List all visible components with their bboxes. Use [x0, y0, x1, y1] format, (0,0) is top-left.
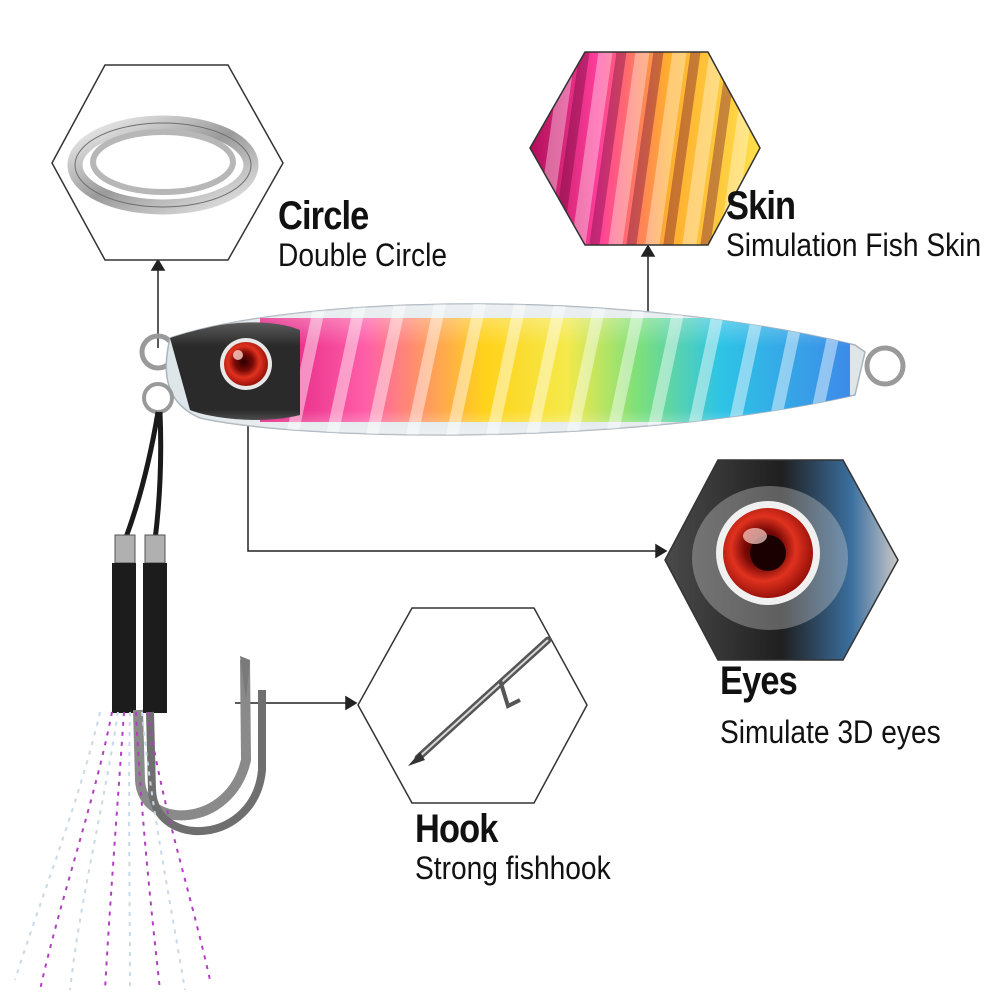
- eyes-title: Eyes: [720, 659, 798, 703]
- hook-title: Hook: [415, 807, 498, 851]
- hook-callout: Hook Strong fishhook: [415, 808, 637, 886]
- circle-title: Circle: [278, 194, 369, 238]
- hook-hexagon: [357, 607, 588, 804]
- assist-hooks: [14, 382, 266, 991]
- hook-point-icon: [408, 636, 552, 766]
- split-ring-small: [142, 382, 174, 414]
- circle-callout: Circle Double Circle: [278, 195, 470, 273]
- split-ring-icon: [67, 115, 259, 215]
- lure-body: [139, 303, 906, 436]
- circle-description: Double Circle: [278, 237, 448, 273]
- rear-eyelet: [864, 345, 906, 387]
- eyes-callout: Eyes Simulate 3D eyes: [720, 660, 971, 750]
- skin-description: Simulation Fish Skin: [726, 227, 982, 263]
- skin-callout: Skin Simulation Fish Skin: [726, 185, 1000, 263]
- circle-hexagon: [51, 64, 284, 261]
- skin-title: Skin: [726, 184, 796, 228]
- lure-eye-icon: [220, 338, 272, 390]
- eyes-hexagon: [664, 459, 899, 661]
- eyes-description: Simulate 3D eyes: [720, 714, 941, 750]
- hook-description: Strong fishhook: [415, 850, 611, 886]
